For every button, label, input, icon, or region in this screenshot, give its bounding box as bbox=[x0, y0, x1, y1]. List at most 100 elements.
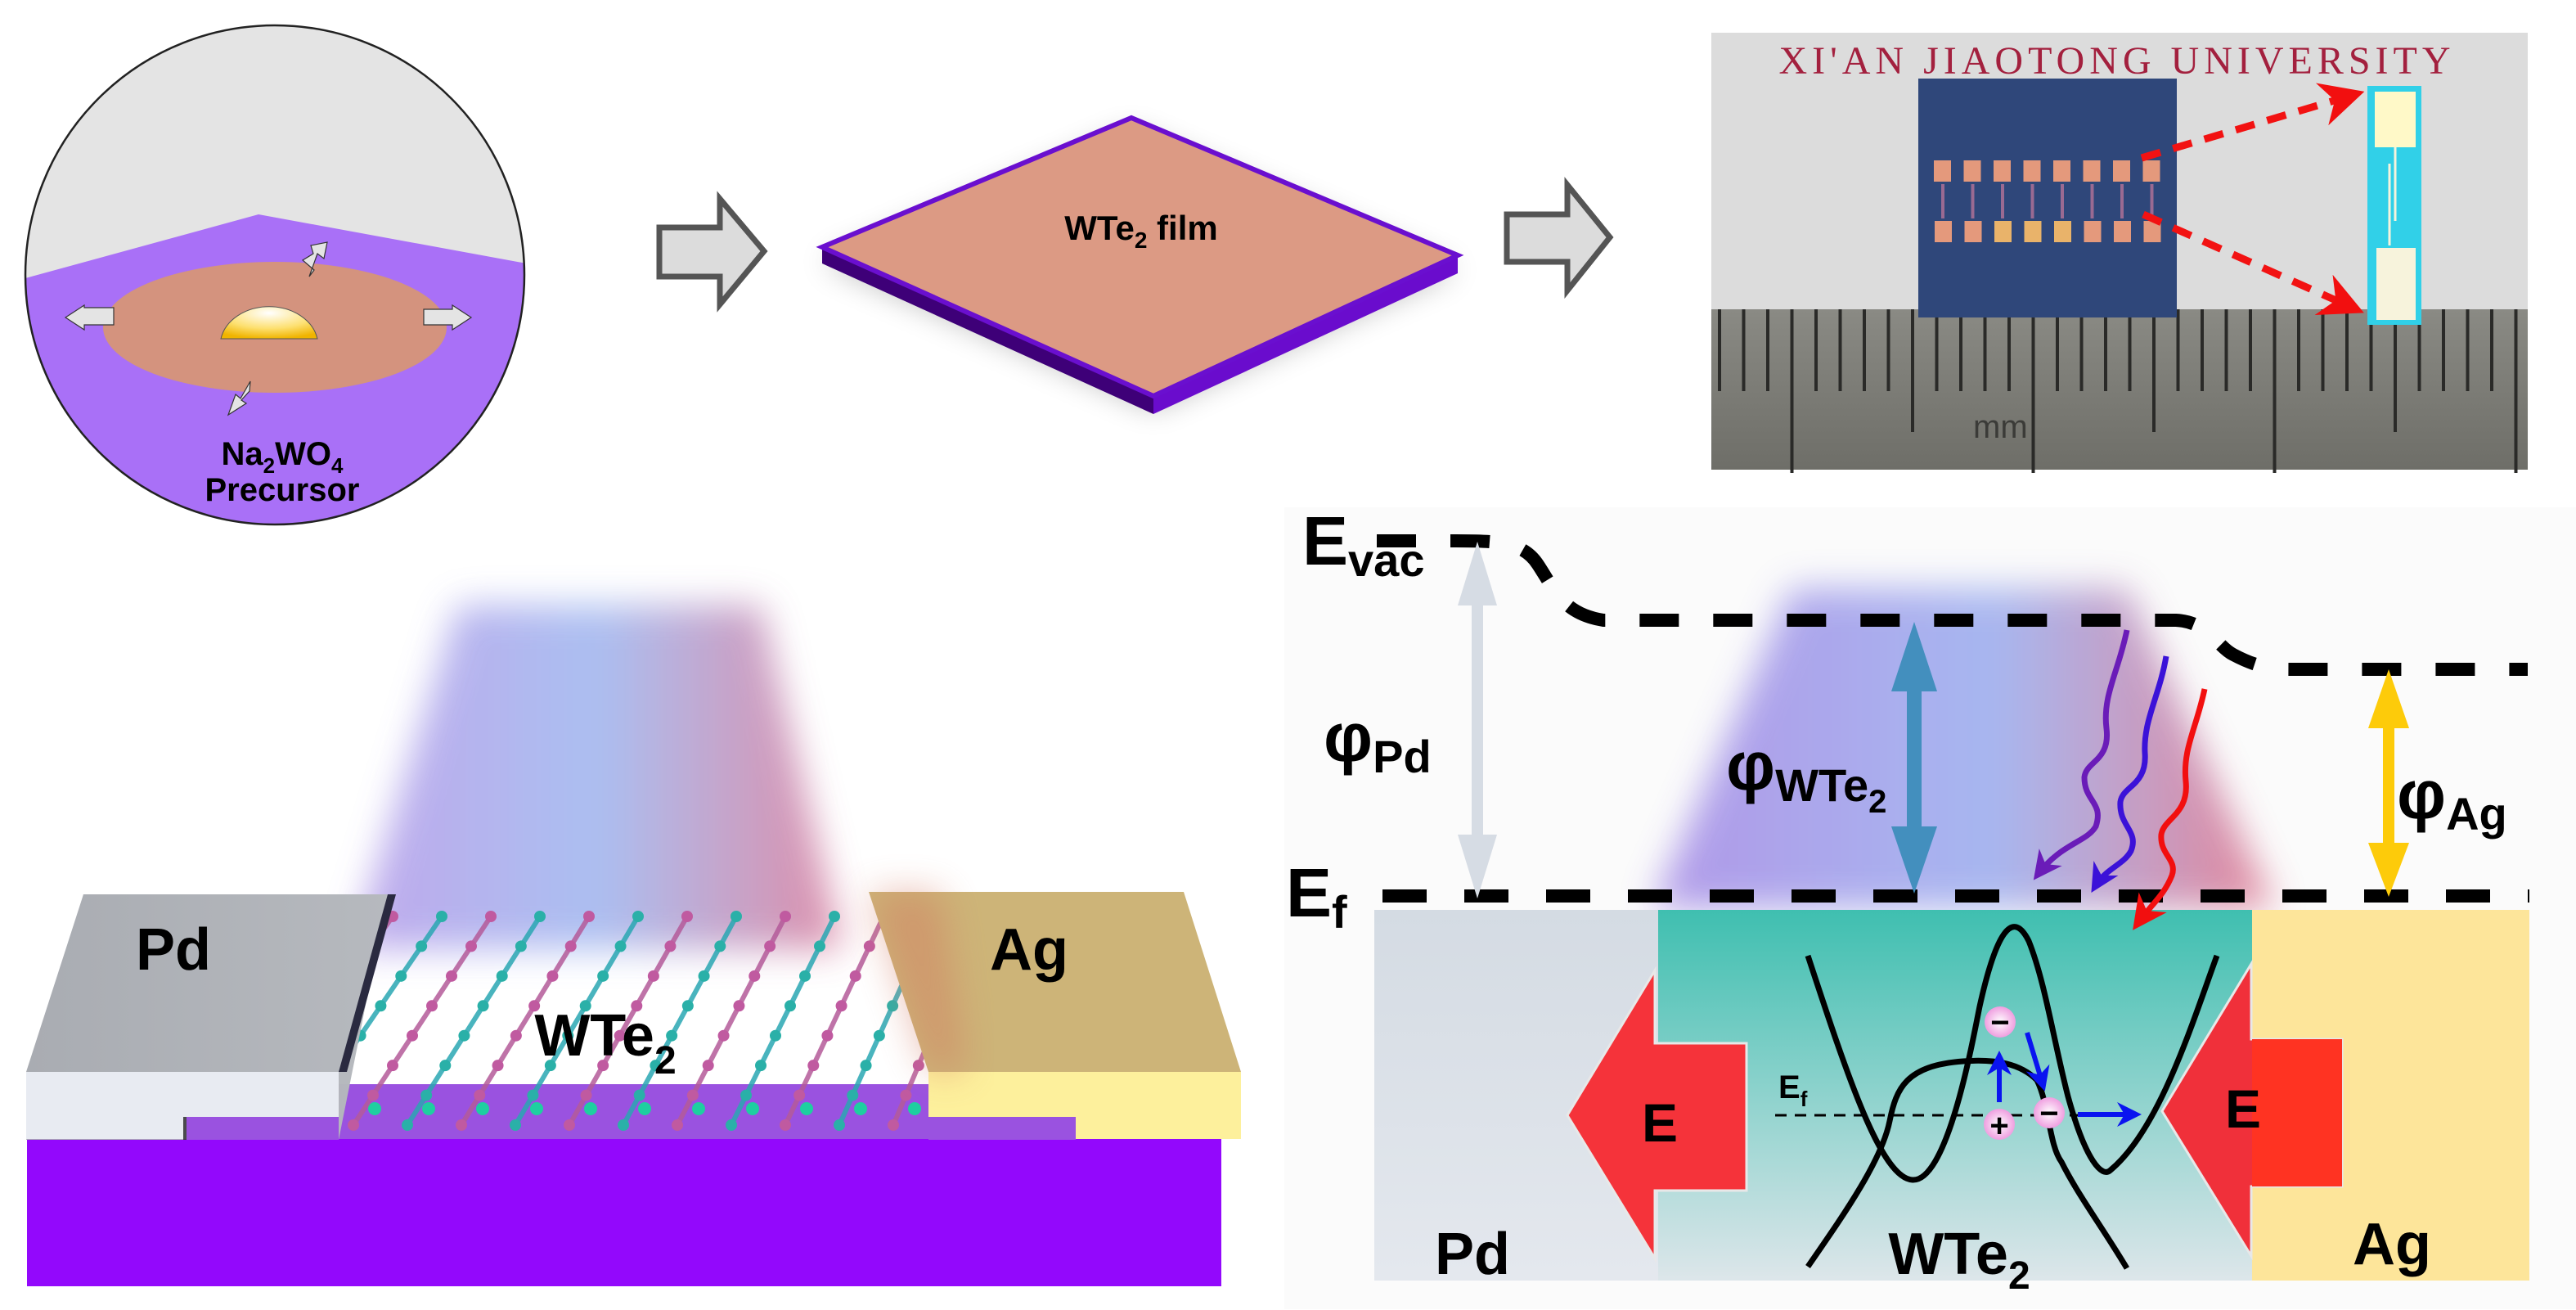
chip-channel bbox=[2061, 184, 2064, 218]
lattice-atom bbox=[755, 1060, 767, 1072]
lattice-atom bbox=[873, 1029, 885, 1042]
lattice-atom bbox=[387, 1060, 398, 1072]
lattice-atom bbox=[564, 1119, 575, 1131]
relax-arrow-icon bbox=[2025, 1032, 2050, 1092]
chip-pad-bottom bbox=[1994, 221, 2012, 242]
process-arrow-1-icon bbox=[656, 191, 768, 313]
lattice-atom bbox=[407, 1029, 418, 1042]
field-arrow-ag-shaft bbox=[2252, 1039, 2342, 1186]
lattice-atom bbox=[368, 1102, 381, 1115]
chip-pad-bottom bbox=[2054, 221, 2071, 242]
field-label-ag: E bbox=[2225, 1078, 2261, 1139]
lattice-atom bbox=[579, 1000, 591, 1012]
chip-pad-top bbox=[1994, 160, 2011, 182]
chip-pad-bottom bbox=[2114, 221, 2131, 242]
lattice-atom bbox=[740, 1089, 752, 1101]
hole-icon bbox=[1984, 1109, 2015, 1140]
device-substrate bbox=[27, 1139, 1221, 1286]
chip-channel bbox=[1971, 184, 1975, 218]
hole-sign: + bbox=[1989, 1108, 2008, 1144]
lattice-atom bbox=[800, 1102, 813, 1115]
lattice-atom bbox=[698, 970, 710, 982]
chip-pad-bottom bbox=[2084, 221, 2102, 242]
photo-institution-text: XI'AN JIAOTONG UNIVERSITY bbox=[1778, 39, 2455, 83]
lattice-atom bbox=[510, 1029, 522, 1042]
lattice-atom bbox=[638, 1102, 651, 1115]
lattice-atom bbox=[597, 970, 609, 982]
lattice-atom bbox=[784, 1000, 796, 1012]
pd-gap-fill bbox=[187, 1117, 339, 1140]
lattice-atom bbox=[416, 940, 428, 952]
chip-channel bbox=[1941, 184, 1944, 218]
chip-pad-top bbox=[1934, 160, 1951, 182]
ag-electrode-top bbox=[869, 892, 1241, 1072]
lattice-atom bbox=[854, 1102, 867, 1115]
film-side-left bbox=[822, 247, 1153, 414]
chip-channel bbox=[2030, 184, 2034, 218]
film-side-right bbox=[1153, 255, 1458, 414]
chip-channel bbox=[2120, 184, 2124, 218]
lattice-atom bbox=[650, 1060, 662, 1072]
lattice-atom bbox=[528, 1000, 541, 1012]
lattice-atom bbox=[666, 1029, 678, 1042]
lattice-atom bbox=[564, 940, 577, 952]
lattice-atom bbox=[692, 1102, 705, 1115]
evac-label: Evac bbox=[1302, 502, 1424, 586]
precursor-panel: Na2WO4 Precursor bbox=[24, 24, 526, 526]
lattice-atom bbox=[888, 1119, 899, 1131]
chip-substrate bbox=[1918, 79, 2177, 317]
lattice-atom bbox=[681, 1000, 694, 1012]
pd-electrode-label: Pd bbox=[136, 917, 211, 983]
lattice-atom bbox=[474, 1089, 486, 1101]
lattice-atom bbox=[849, 970, 861, 982]
lattice-atom bbox=[714, 940, 726, 952]
lattice-atom bbox=[614, 1029, 626, 1042]
lattice-atom bbox=[633, 1089, 645, 1101]
lattice-atom bbox=[477, 1000, 489, 1012]
lattice-atom bbox=[887, 1000, 899, 1012]
field-label-pd: E bbox=[1642, 1092, 1678, 1153]
lattice-atom bbox=[681, 911, 693, 922]
lattice-atom bbox=[900, 1089, 912, 1101]
lattice-atom bbox=[834, 1119, 845, 1131]
lattice-atom bbox=[672, 1119, 683, 1131]
phi-wte2-label: φWTe2 bbox=[1726, 727, 1886, 820]
lattice-atom bbox=[597, 1060, 609, 1072]
band-pd-label: Pd bbox=[1435, 1222, 1510, 1287]
ag-beam-glow bbox=[869, 892, 965, 1072]
chip-channel bbox=[2090, 184, 2094, 218]
lattice-atom bbox=[348, 1119, 359, 1131]
lattice-chain bbox=[459, 915, 591, 1127]
ruler bbox=[1711, 309, 2528, 470]
lattice-atom bbox=[764, 940, 776, 952]
chip-channel bbox=[2001, 184, 2004, 218]
ag-electrode-label: Ag bbox=[990, 917, 1068, 983]
ruler-unit-label: mm bbox=[1973, 409, 2028, 445]
process-arrow-2-icon bbox=[1504, 177, 1614, 299]
lattice-atom bbox=[476, 1102, 489, 1115]
lattice-atom bbox=[618, 1119, 629, 1131]
lattice-atom bbox=[793, 1089, 806, 1101]
lattice-atom bbox=[780, 911, 791, 922]
lattice-atom bbox=[546, 970, 559, 982]
chip-pad-top bbox=[2023, 160, 2041, 182]
lattice-atom bbox=[912, 1060, 924, 1072]
lattice-atom bbox=[492, 1060, 504, 1072]
lattice-atom bbox=[733, 1000, 745, 1012]
lattice-atom bbox=[420, 1089, 433, 1101]
lattice-atom bbox=[510, 1119, 521, 1131]
phi-ag-arrow-icon bbox=[2368, 669, 2409, 897]
lattice-atom bbox=[458, 1029, 470, 1042]
lattice-atom bbox=[375, 1000, 387, 1012]
spread-arrow-right-icon bbox=[423, 304, 473, 331]
lattice-atom bbox=[702, 1060, 714, 1072]
chip-pad-top bbox=[2113, 160, 2130, 182]
electron-sign-1: − bbox=[1990, 1005, 2009, 1041]
lattice-atom bbox=[544, 1060, 556, 1072]
lattice-atom bbox=[465, 940, 477, 952]
lattice-chain bbox=[351, 915, 493, 1127]
lattice-atom bbox=[614, 940, 627, 952]
conduction-band bbox=[1805, 924, 2220, 1183]
photon-blue-icon bbox=[2091, 655, 2169, 894]
lattice-atom bbox=[534, 911, 546, 922]
